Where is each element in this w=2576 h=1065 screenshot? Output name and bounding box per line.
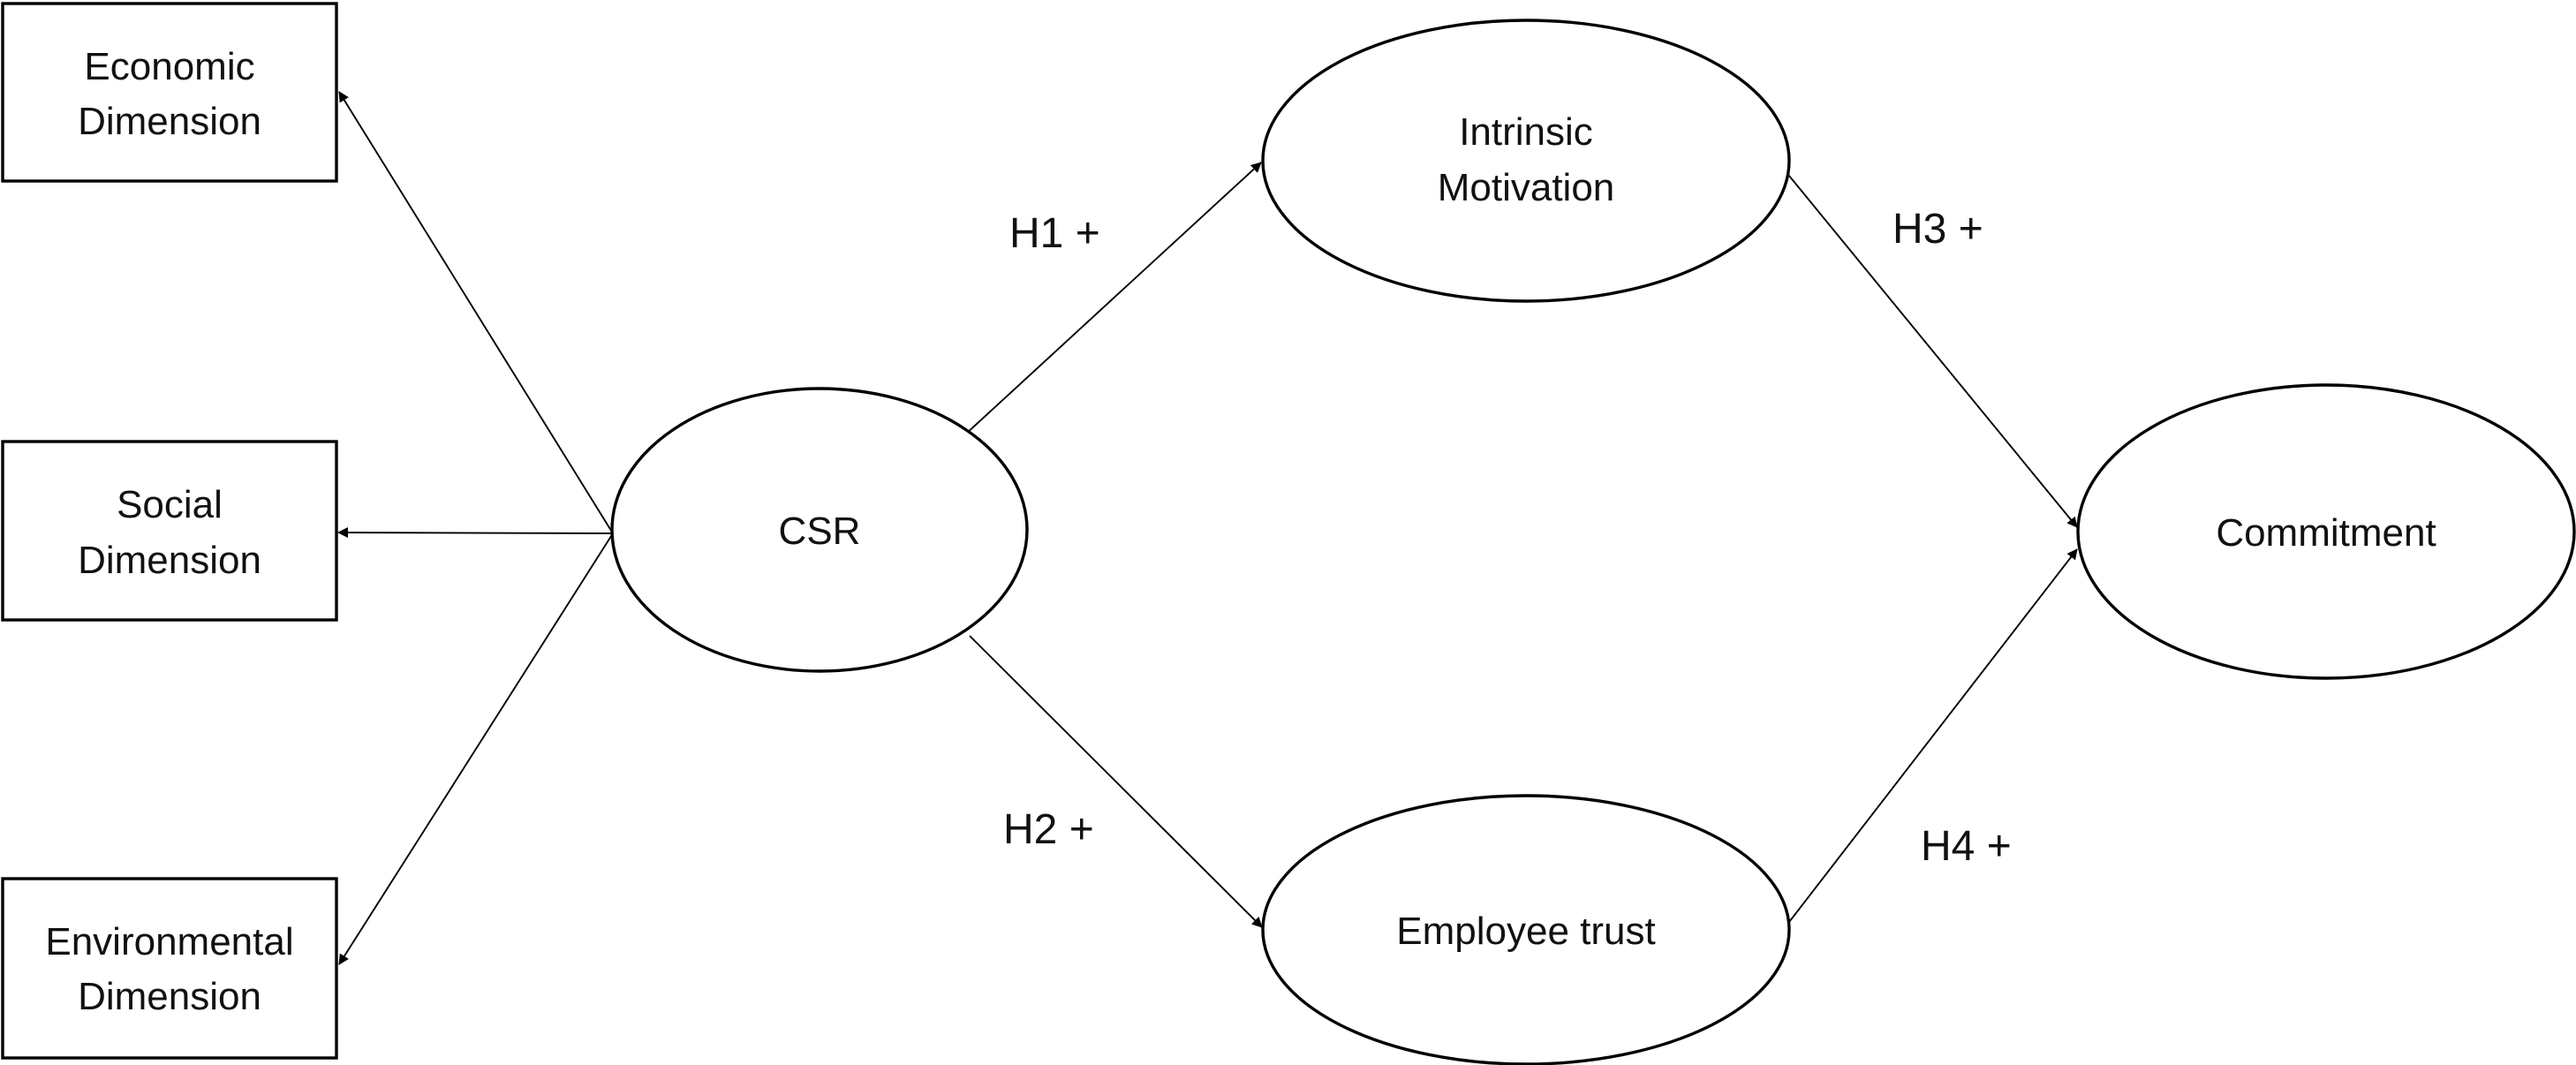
edge-trust-to-commitment	[1779, 548, 2078, 934]
social-dimension-label-line1: Social	[117, 483, 223, 526]
environmental-dimension-label-line1: Environmental	[45, 920, 293, 963]
edge-motivation-to-commitment	[1776, 160, 2078, 528]
hypothesis-h2-label: H2 +	[1003, 806, 1094, 853]
hypothesis-h4-label: H4 +	[1921, 823, 2012, 870]
csr-ellipse	[610, 387, 1029, 673]
hypothesis-h3-label: H3 +	[1892, 206, 1983, 253]
node-intrinsic-motivation: Intrinsic Motivation	[1261, 19, 1791, 303]
economic-dimension-label-line1: Economic	[84, 45, 254, 88]
node-environmental-dimension: Environmental Dimension	[1, 877, 338, 1060]
csr-label: CSR	[779, 510, 861, 553]
node-commitment: Commitment	[2076, 383, 2576, 680]
social-dimension-label-line2: Dimension	[78, 539, 261, 582]
environmental-dimension-label-line2: Dimension	[78, 975, 261, 1018]
commitment-label: Commitment	[2216, 511, 2436, 555]
node-employee-trust: Employee trust	[1261, 794, 1791, 1065]
intrinsic-motivation-label-line2: Motivation	[1438, 166, 1615, 209]
hypothesis-h1-label: H1 +	[1009, 210, 1100, 257]
edge-csr-to-economic	[338, 91, 614, 534]
node-csr: CSR	[610, 387, 1029, 673]
employee-trust-ellipse	[1261, 794, 1791, 1065]
intrinsic-motivation-ellipse	[1261, 19, 1791, 303]
node-economic-dimension: Economic Dimension	[1, 2, 338, 183]
hypothesis-labels: H1 + H2 + H3 + H4 +	[1003, 206, 2012, 870]
environmental-dimension-box	[1, 877, 338, 1060]
edge-csr-to-trust	[969, 635, 1263, 928]
node-social-dimension: Social Dimension	[1, 440, 338, 622]
edge-csr-to-motivation	[964, 162, 1262, 435]
intrinsic-motivation-label-line1: Intrinsic	[1459, 110, 1593, 154]
edge-csr-to-social	[337, 527, 614, 539]
edge-csr-to-environmental	[338, 532, 614, 965]
economic-dimension-box	[1, 2, 338, 183]
commitment-ellipse	[2076, 383, 2576, 680]
edges	[337, 91, 2078, 965]
employee-trust-label: Employee trust	[1396, 910, 1655, 953]
social-dimension-box	[1, 440, 338, 622]
economic-dimension-label-line2: Dimension	[78, 100, 261, 143]
